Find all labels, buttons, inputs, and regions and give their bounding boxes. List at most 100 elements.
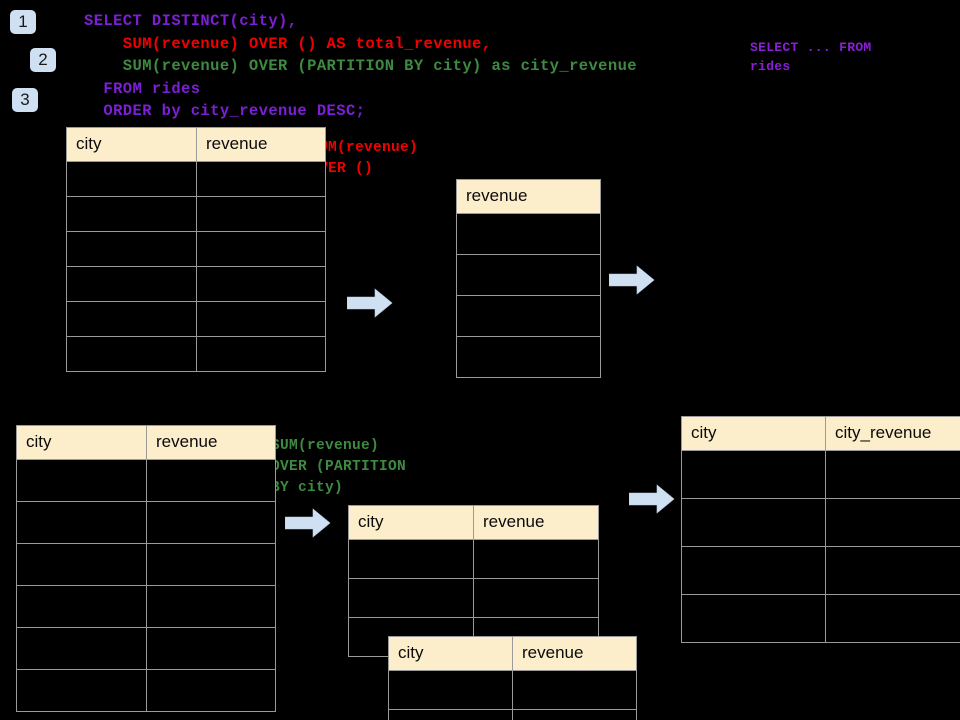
cell-revenue (196, 266, 326, 302)
table-header-row: city revenue (66, 127, 326, 162)
column-header-city: city (66, 127, 197, 162)
arrow-source-to-partition (285, 508, 331, 538)
cell-city (16, 669, 147, 712)
cell-revenue (146, 501, 276, 544)
cell-city-revenue (825, 546, 960, 595)
table-row (66, 266, 326, 302)
cell-revenue (196, 161, 326, 197)
table-row (16, 459, 276, 502)
cell-city (681, 498, 826, 547)
column-header-city-revenue: city_revenue (825, 416, 960, 451)
cell-city (388, 670, 513, 710)
table-rides-source-top: city revenue (66, 127, 326, 372)
table-header-row: city revenue (388, 636, 637, 671)
column-header-revenue: revenue (146, 425, 276, 460)
cell-city (681, 546, 826, 595)
column-header-city: city (348, 505, 474, 540)
note-sum-over-empty: SUM(revenue) OVER () (310, 140, 419, 177)
cell-revenue (196, 301, 326, 337)
table-row (16, 669, 276, 712)
table-row (388, 670, 637, 710)
column-header-city: city (16, 425, 147, 460)
table-row (16, 543, 276, 586)
cell-revenue (196, 336, 326, 372)
cell-city-revenue (825, 450, 960, 499)
step-badge-3: 3 (12, 88, 38, 112)
cell-city (16, 501, 147, 544)
column-header-city: city (681, 416, 826, 451)
note-select-from-rides: SELECT ... FROM rides (750, 40, 872, 74)
cell-city (66, 301, 197, 337)
table-row (456, 295, 601, 337)
cell-city (348, 578, 474, 618)
table-row (66, 161, 326, 197)
cell-city (66, 161, 197, 197)
table-row (66, 196, 326, 232)
sql-line-order-by: ORDER by city_revenue DESC; (84, 102, 366, 120)
cell-city (16, 585, 147, 628)
cell-city-revenue (825, 594, 960, 643)
table-row (16, 501, 276, 544)
table-row (456, 336, 601, 378)
cell-city (66, 196, 197, 232)
cell-revenue (146, 669, 276, 712)
cell-revenue (473, 539, 599, 579)
cell-city (348, 539, 474, 579)
table-row (66, 336, 326, 372)
column-header-city: city (388, 636, 513, 671)
sql-line-total-revenue: SUM(revenue) OVER () AS total_revenue, (84, 35, 492, 53)
table-row (16, 585, 276, 628)
table-header-row: city revenue (348, 505, 599, 540)
table-row (681, 594, 960, 643)
cell-revenue (456, 336, 601, 378)
cell-revenue (456, 254, 601, 296)
cell-city (16, 543, 147, 586)
cell-revenue (456, 295, 601, 337)
table-row (16, 627, 276, 670)
cell-city (681, 450, 826, 499)
table-row (348, 539, 599, 579)
table-row (388, 709, 637, 720)
table-partition-group-front: city revenue (388, 636, 637, 720)
table-row (681, 498, 960, 547)
step-badge-2: 2 (30, 48, 56, 72)
arrow-source-to-total (347, 288, 393, 318)
note-sum-over-partition: SUM(revenue) OVER (PARTITION BY city) (271, 438, 407, 496)
sql-line-select: SELECT DISTINCT(city), (84, 12, 298, 30)
step-badge-1: 1 (10, 10, 36, 34)
column-header-revenue: revenue (512, 636, 637, 671)
table-header-row: city city_revenue (681, 416, 960, 451)
table-row (681, 546, 960, 595)
cell-city (16, 627, 147, 670)
arrow-partition-to-result (629, 484, 675, 514)
column-header-revenue: revenue (196, 127, 326, 162)
cell-revenue (196, 231, 326, 267)
cell-revenue (146, 627, 276, 670)
cell-revenue (146, 543, 276, 586)
cell-city (388, 709, 513, 720)
table-partition-group-back: city revenue (348, 505, 599, 657)
table-row (66, 231, 326, 267)
cell-city (681, 594, 826, 643)
table-row (456, 254, 601, 296)
cell-city (66, 336, 197, 372)
table-header-row: city revenue (16, 425, 276, 460)
table-total-revenue: revenue (456, 179, 601, 378)
cell-revenue (456, 213, 601, 255)
sql-line-city-revenue: SUM(revenue) OVER (PARTITION BY city) as… (84, 57, 637, 75)
table-header-row: revenue (456, 179, 601, 214)
table-row (681, 450, 960, 499)
cell-revenue (473, 578, 599, 618)
table-row (66, 301, 326, 337)
cell-revenue (146, 459, 276, 502)
cell-city (66, 266, 197, 302)
cell-revenue (512, 709, 637, 720)
cell-revenue (196, 196, 326, 232)
column-header-revenue: revenue (456, 179, 601, 214)
cell-city-revenue (825, 498, 960, 547)
cell-revenue (512, 670, 637, 710)
table-city-revenue-result: city city_revenue (681, 416, 960, 643)
cell-city (66, 231, 197, 267)
arrow-total-to-result (609, 265, 655, 295)
sql-line-from: FROM rides (84, 80, 201, 98)
